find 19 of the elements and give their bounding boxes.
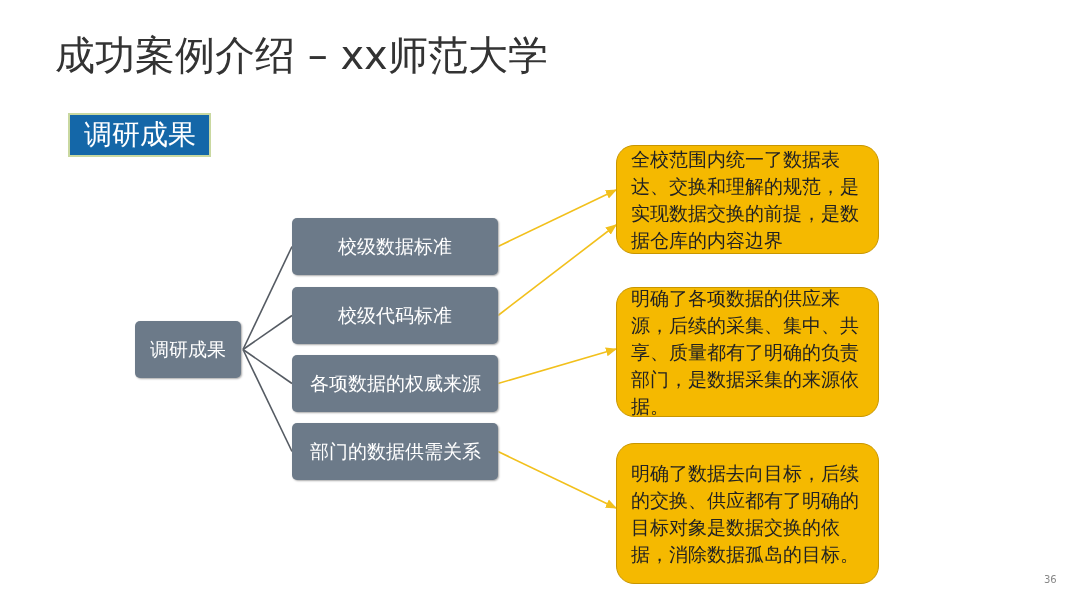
connector-line xyxy=(242,245,293,351)
section-tab: 调研成果 xyxy=(68,113,211,157)
topic-box: 校级数据标准 xyxy=(292,218,498,275)
topic-box: 校级代码标准 xyxy=(292,287,498,344)
arrow xyxy=(497,224,617,317)
connector-line xyxy=(242,348,293,453)
connector-line xyxy=(242,348,293,385)
connector-line xyxy=(242,314,293,351)
description-box: 明确了数据去向目标，后续的交换、供应都有了明确的目标对象是数据交换的依据，消除数据孤岛的目标。 xyxy=(616,443,879,584)
topic-box: 调研成果 xyxy=(135,321,241,378)
arrow xyxy=(497,189,617,248)
topic-box: 各项数据的权威来源 xyxy=(292,355,498,412)
page-number: 36 xyxy=(1044,574,1057,585)
description-box: 明确了各项数据的供应来源，后续的采集、集中、共享、质量都有了明确的负责部门，是数据采集的来源依据。 xyxy=(616,287,879,417)
slide-title: 成功案例介绍 – xx师范大学 xyxy=(55,31,548,80)
arrow xyxy=(497,347,618,385)
description-box: 全校范围内统一了数据表达、交换和理解的规范，是实现数据交换的前提，是数据仓库的内容边界 xyxy=(616,145,879,254)
arrow xyxy=(497,450,617,509)
topic-box: 部门的数据供需关系 xyxy=(292,423,498,480)
